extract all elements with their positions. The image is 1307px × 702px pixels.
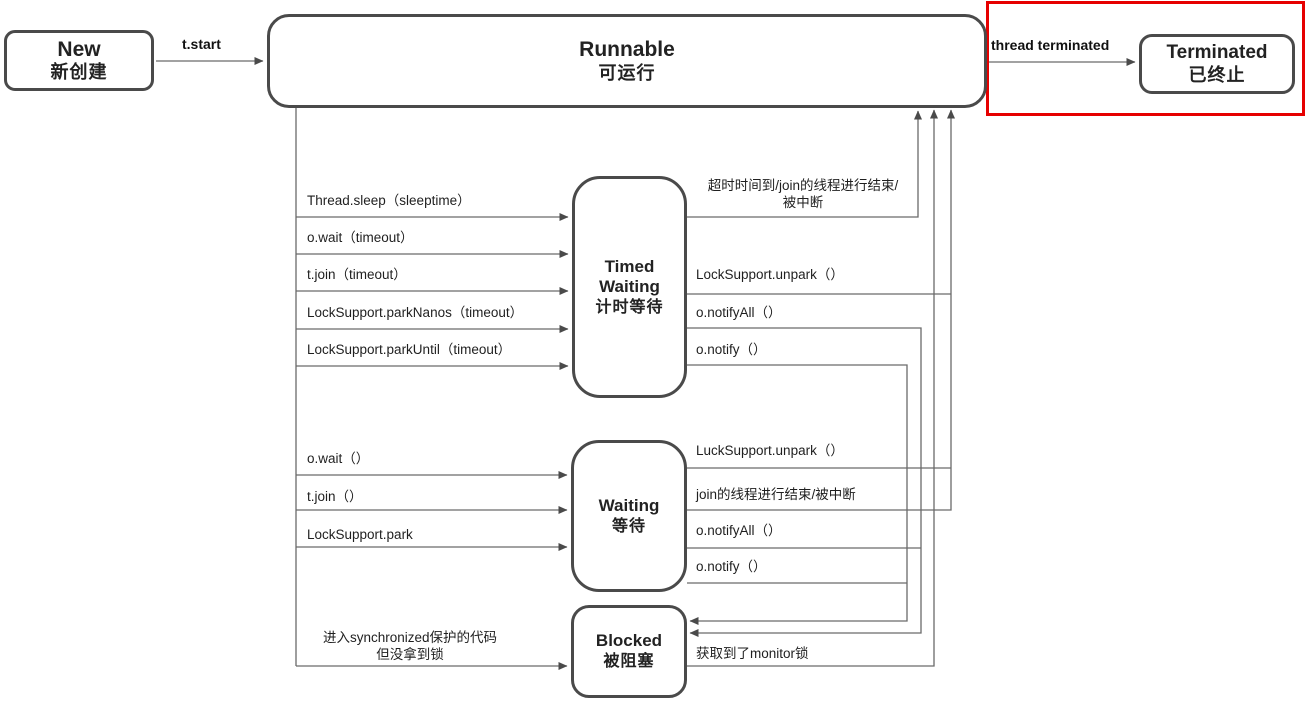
state-title: Terminated xyxy=(1166,42,1268,64)
edge-label-park: LockSupport.park xyxy=(307,527,413,542)
state-title: Waiting xyxy=(599,277,660,297)
state-box-blocked: Blocked 被阻塞 xyxy=(571,605,687,698)
edge-label-tjoin-timeout: t.join（timeout） xyxy=(307,267,407,282)
state-subtitle: 可运行 xyxy=(598,62,656,83)
edge-tw-notifyall-down xyxy=(687,327,922,637)
edge-label-monitor-lock: 获取到了monitor锁 xyxy=(696,646,809,661)
edge-label-tw-notify: o.notify（） xyxy=(696,342,767,357)
edge-label-thread-terminated: thread terminated xyxy=(991,37,1110,53)
edge-timeout-up xyxy=(687,110,922,218)
edge-label-w-notify: o.notify（） xyxy=(696,559,767,574)
state-subtitle: 新创建 xyxy=(50,62,108,83)
state-title: Blocked xyxy=(595,631,663,651)
edge-label-thread-sleep: Thread.sleep（sleeptime） xyxy=(307,193,471,208)
state-title: Runnable xyxy=(579,38,675,62)
state-box-terminated: Terminated 已终止 xyxy=(1139,34,1295,94)
state-box-runnable: Runnable 可运行 xyxy=(267,14,987,108)
edge-label-tw-unpark: LockSupport.unpark（） xyxy=(696,267,844,282)
edge-join-end-up xyxy=(687,109,955,511)
edge-label-timeout-end-line2: 被中断 xyxy=(782,195,824,210)
edge-label-tw-notifyall: o.notifyAll（） xyxy=(696,305,782,320)
edge-label-tjoin: t.join（） xyxy=(307,489,363,504)
edge-label-parkuntil: LockSupport.parkUntil（timeout） xyxy=(307,342,512,357)
edge-label-timeout-end: 超时时间到/join的线程进行结束/ 被中断 xyxy=(690,177,916,211)
edge-label-t-start: t.start xyxy=(182,36,221,52)
edge-label-owait-timeout: o.wait（timeout） xyxy=(307,230,414,245)
state-box-new: New 新创建 xyxy=(4,30,154,91)
state-box-timed-waiting: Timed Waiting 计时等待 xyxy=(572,176,687,398)
edge-label-synchronized-line2: 但没拿到锁 xyxy=(376,647,444,662)
terminated-highlight-frame xyxy=(986,1,1305,116)
state-title: New xyxy=(57,37,101,61)
edge-label-timeout-end-line1: 超时时间到/join的线程进行结束/ xyxy=(707,178,899,193)
edge-label-synchronized: 进入synchronized保护的代码 但没拿到锁 xyxy=(305,629,515,663)
state-subtitle: 等待 xyxy=(611,517,646,535)
edge-label-parknanos: LockSupport.parkNanos（timeout） xyxy=(307,305,524,320)
edge-label-w-notifyall: o.notifyAll（） xyxy=(696,523,782,538)
state-box-waiting: Waiting 等待 xyxy=(571,440,687,592)
edge-monitor-up xyxy=(687,109,938,667)
state-subtitle: 已终止 xyxy=(1188,64,1246,85)
state-subtitle: 被阻塞 xyxy=(603,653,655,671)
state-subtitle: 计时等待 xyxy=(595,298,664,316)
edge-label-w-unpark: LuckSupport.unpark（） xyxy=(696,443,844,458)
edge-label-synchronized-line1: 进入synchronized保护的代码 xyxy=(322,630,498,645)
edge-tw-notify-down xyxy=(687,364,908,625)
state-title: Waiting xyxy=(598,495,660,515)
state-title: Timed xyxy=(604,256,655,276)
edge-label-join-end: join的线程进行结束/被中断 xyxy=(696,487,856,502)
edge-label-owait: o.wait（） xyxy=(307,451,370,466)
